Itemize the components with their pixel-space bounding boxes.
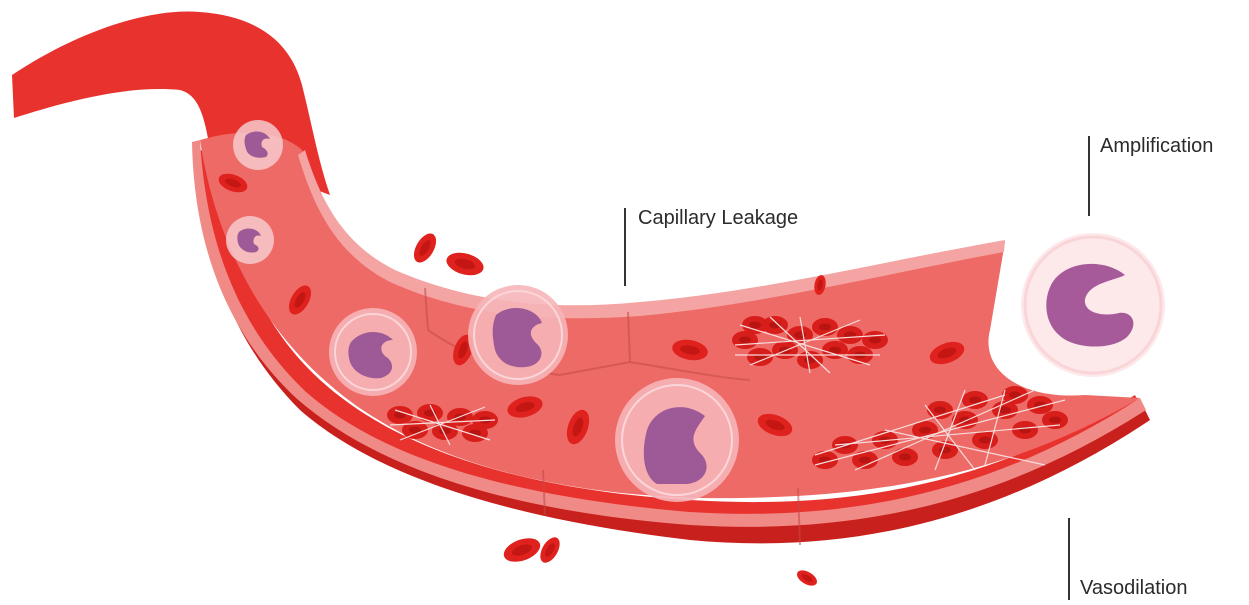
capillary-leakage-leader (624, 208, 626, 286)
leaked-red-blood-cell (536, 534, 563, 566)
leaked-red-blood-cell (409, 230, 440, 267)
leaked-red-blood-cell (501, 534, 544, 567)
white-blood-cell (615, 378, 739, 502)
vasodilation-leader (1068, 518, 1070, 600)
white-blood-cell (468, 285, 568, 385)
white-blood-cell (226, 216, 274, 264)
amplification-label: Amplification (1100, 134, 1213, 158)
leaked-red-blood-cell (794, 567, 819, 588)
leaked-red-blood-cell (444, 249, 486, 279)
white-blood-cell (329, 308, 417, 396)
vasodilation-label: Vasodilation (1080, 576, 1187, 600)
white-blood-cell (233, 120, 283, 170)
white-blood-cell-amplification (1021, 233, 1165, 377)
amplification-leader (1088, 136, 1090, 216)
capillary-leakage-label: Capillary Leakage (638, 206, 798, 230)
